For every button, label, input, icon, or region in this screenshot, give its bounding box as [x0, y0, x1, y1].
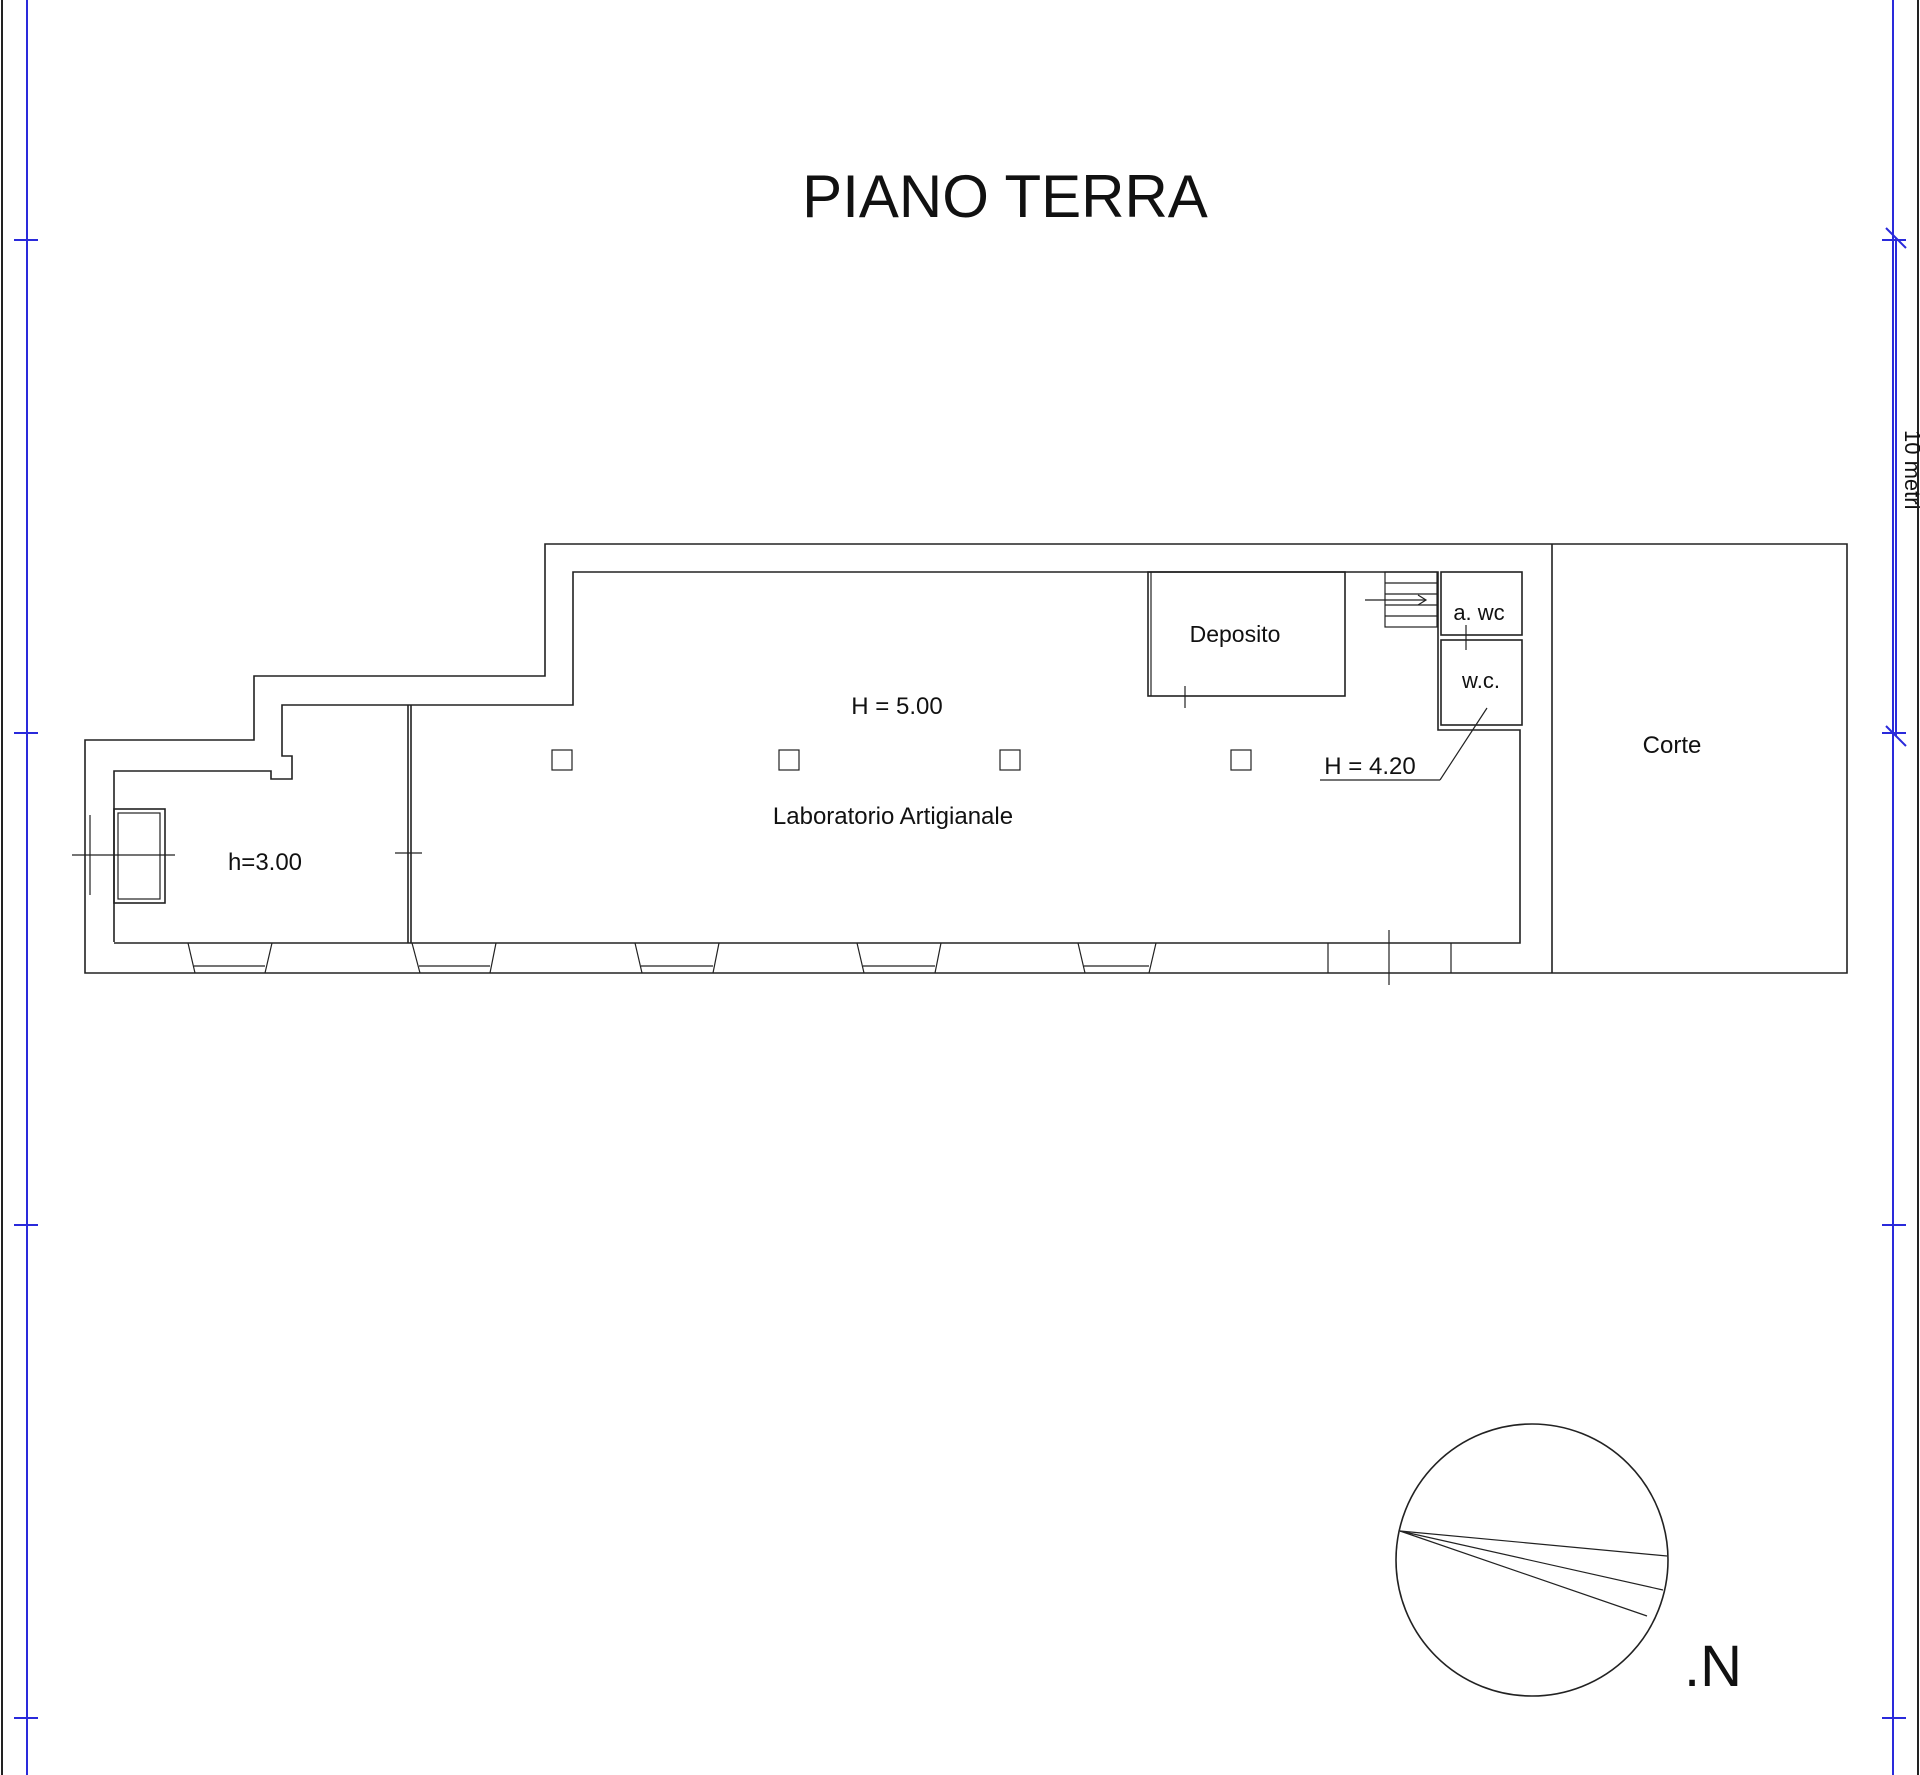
inner-wall — [113, 571, 1521, 944]
pillars — [551, 749, 1252, 771]
north-label: .N — [1684, 1634, 1742, 1699]
outer-wall — [84, 543, 1848, 974]
height-label-side: h=3.00 — [228, 849, 302, 876]
north-arrow-icon — [1395, 1423, 1669, 1697]
room-label-laboratorio: Laboratorio Artigianale — [773, 803, 1013, 830]
scale-bar-label: 10 metri — [1900, 430, 1920, 509]
room-label-corte: Corte — [1643, 732, 1702, 759]
fireplace — [72, 808, 175, 904]
height-label-service: H = 4.20 — [1324, 753, 1415, 780]
scale-bar: 10 metri — [1885, 227, 1920, 747]
plan-title: PIANO TERRA — [802, 163, 1208, 230]
service-rooms — [1320, 571, 1523, 781]
window-openings — [187, 930, 1452, 985]
room-label-antibagno: a. wc — [1453, 600, 1504, 625]
room-label-deposito: Deposito — [1190, 621, 1281, 647]
staircase — [1365, 571, 1438, 628]
room-label-bagno: w.c. — [1461, 668, 1500, 693]
deposito-room — [1147, 571, 1346, 708]
height-label-main: H = 5.00 — [851, 693, 942, 720]
